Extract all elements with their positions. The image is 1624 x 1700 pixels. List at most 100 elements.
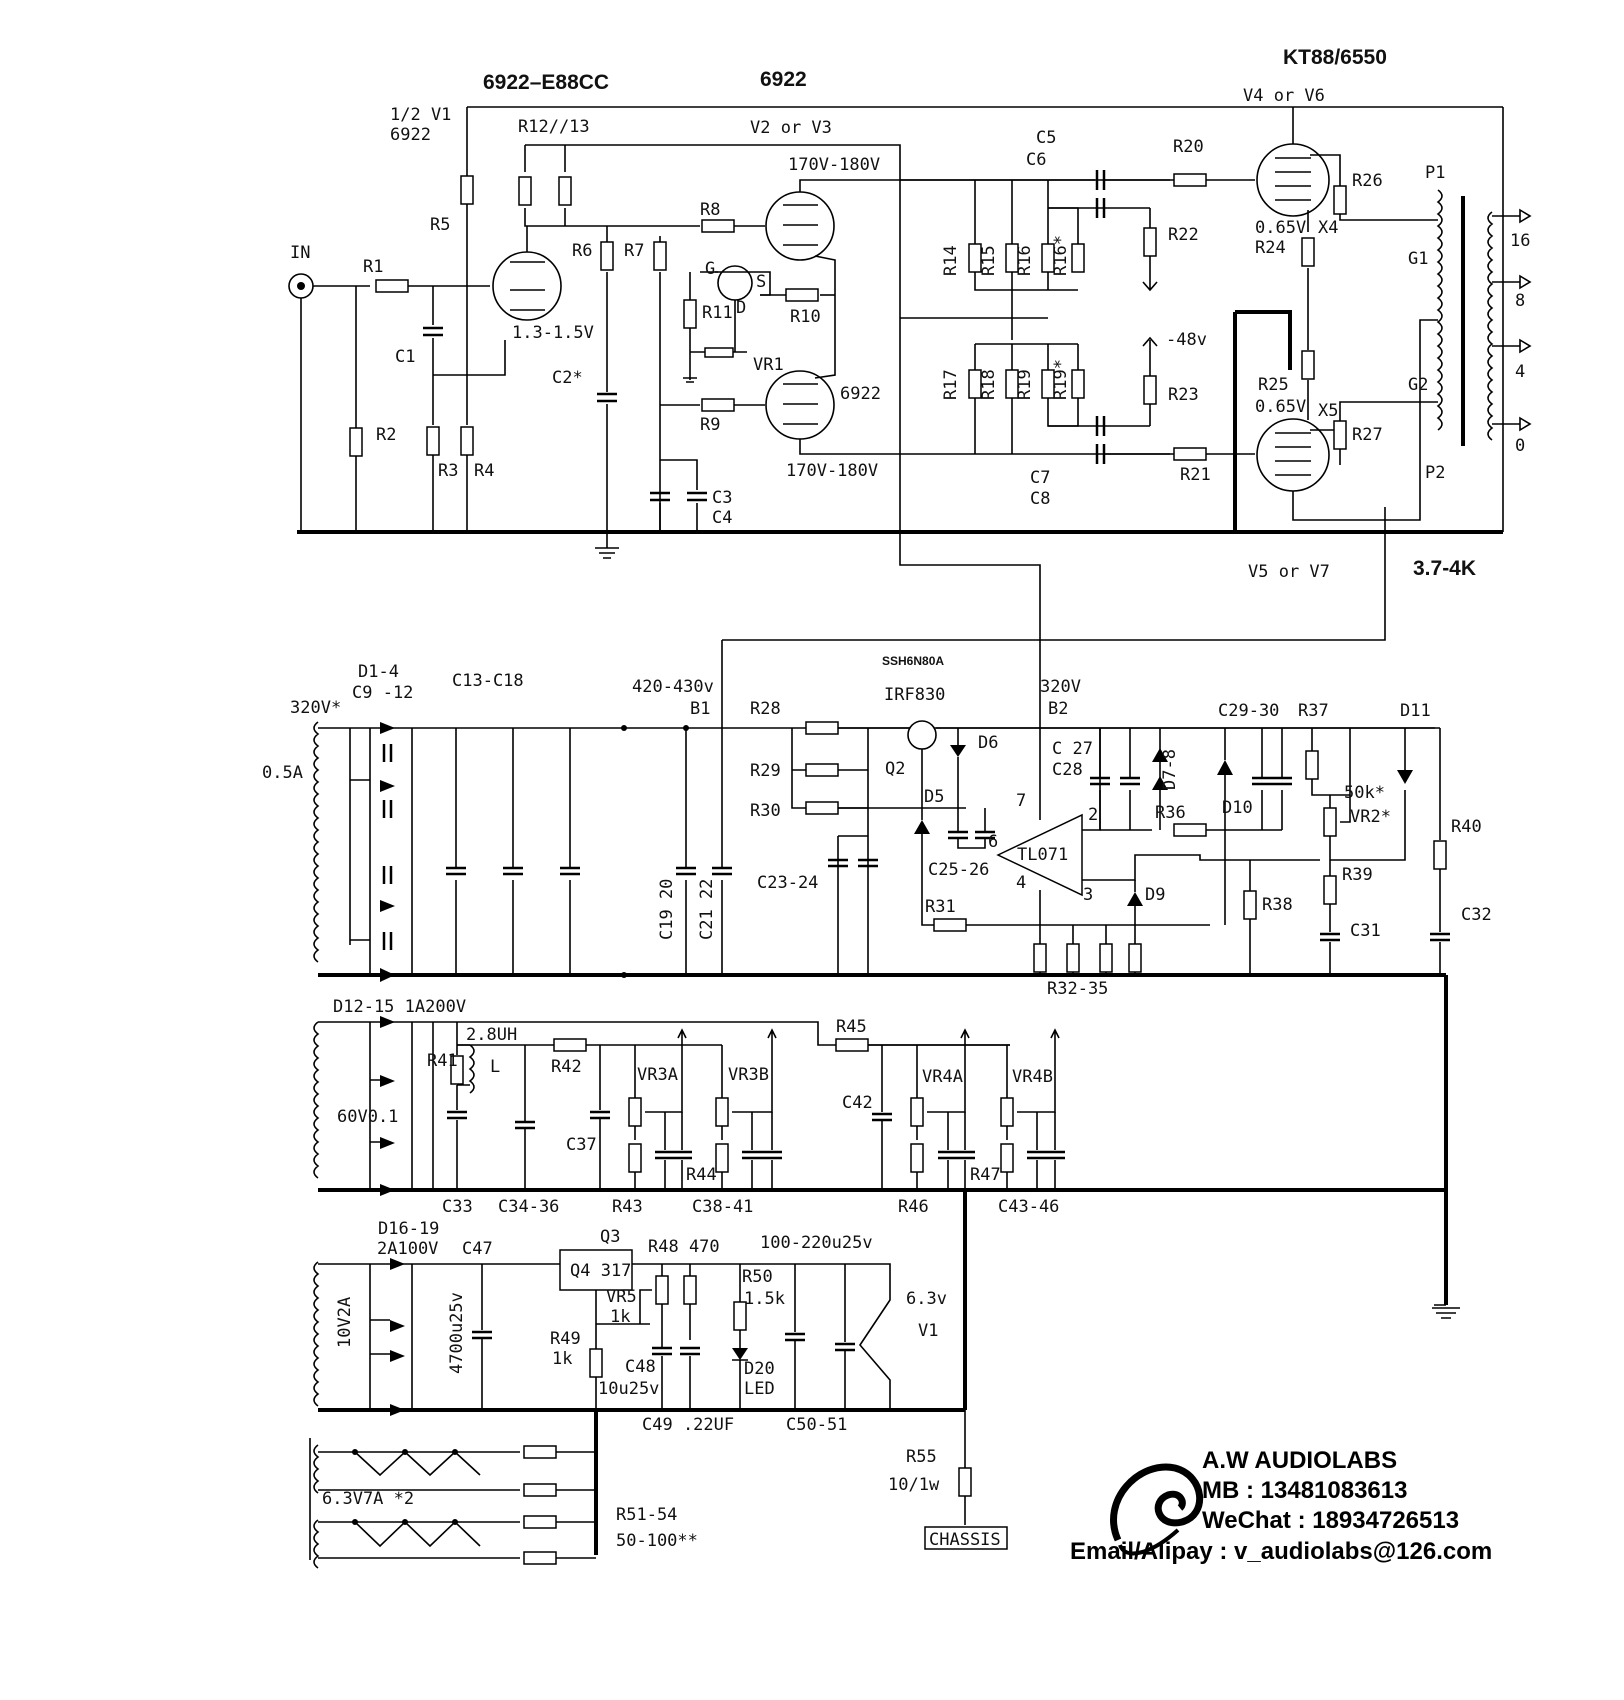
label-d1-4: D1-4 (358, 662, 399, 682)
label-r16: R16 (1015, 245, 1035, 276)
r34-resistor (1099, 943, 1113, 973)
title-driver-tube: 6922 (760, 68, 807, 91)
r28-resistor (805, 721, 839, 735)
r22-resistor (1143, 227, 1157, 257)
label-c31: C31 (1350, 921, 1381, 941)
label-r42: R42 (551, 1057, 582, 1077)
label-r26: R26 (1352, 171, 1383, 191)
output-transformer-primary (1436, 189, 1443, 431)
label-v5-v7: V5 or V7 (1248, 562, 1330, 582)
label-ssh6n80a: SSH6N80A (882, 654, 944, 668)
label-r22: R22 (1168, 225, 1199, 245)
label-pin7: 7 (1016, 791, 1026, 811)
label-r28: R28 (750, 699, 781, 719)
label-60v: 60V0.1 (337, 1107, 398, 1127)
label-c19-20: C19 20 (657, 879, 677, 940)
r32-resistor (1033, 943, 1047, 973)
title-input-tube: 6922–E88CC (483, 71, 609, 94)
label-r20: R20 (1173, 137, 1204, 157)
label-r30: R30 (750, 801, 781, 821)
output-transformer-secondary (1487, 211, 1494, 441)
label-vr2-value: 50k* (1344, 783, 1385, 803)
label-p2: P2 (1425, 463, 1445, 483)
label-v2-v3: V2 or V3 (750, 118, 832, 138)
label-tap8: 8 (1515, 291, 1525, 311)
label-d11: D11 (1400, 701, 1431, 721)
r40-resistor (1433, 840, 1447, 870)
label-r3: R3 (438, 461, 458, 481)
label-c48: C48 (625, 1357, 656, 1377)
r9-resistor (701, 398, 735, 412)
label-c37: C37 (566, 1135, 597, 1155)
label-320v: 320V* (290, 698, 341, 718)
label-input: IN (290, 243, 310, 263)
label-10v2a: 10V2A (335, 1297, 355, 1348)
r26-resistor (1333, 185, 1347, 215)
label-tl071: TL071 (1017, 845, 1068, 865)
label-r55-value: 10/1w (888, 1475, 940, 1495)
label-q2: Q2 (885, 759, 905, 779)
brand-name: A.W AUDIOLABS (1202, 1447, 1398, 1474)
label-tube-6922: 6922 (840, 384, 881, 404)
label-r49-value: 1k (552, 1349, 572, 1369)
r21-resistor (1173, 447, 1207, 461)
label-c28: C28 (1052, 760, 1083, 780)
label-c34-36: C34-36 (498, 1197, 559, 1217)
r47-resistor (1000, 1143, 1014, 1173)
label-d6: D6 (978, 733, 998, 753)
label-r5: R5 (430, 215, 450, 235)
label-r48: R48 470 (648, 1237, 720, 1257)
label-c32: C32 (1461, 905, 1492, 925)
r36-resistor (1173, 823, 1207, 837)
r49-resistor (589, 1348, 603, 1378)
label-v4-v6: V4 or V6 (1243, 86, 1325, 106)
r25-resistor (1301, 350, 1315, 380)
jfet-transistor (717, 265, 753, 301)
label-tap4: 4 (1515, 362, 1525, 382)
r37-resistor (1305, 750, 1319, 780)
r46-resistor (910, 1143, 924, 1173)
r12-resistor (518, 176, 532, 206)
label-r29: R29 (750, 761, 781, 781)
label-volt-top: 170V-180V (788, 155, 880, 175)
label-pin4: 4 (1016, 873, 1026, 893)
label-r19: R19 (1015, 369, 1035, 400)
label-2-8uh: 2.8UH (466, 1025, 517, 1045)
label-c8: C8 (1030, 489, 1050, 509)
label-volt-bottom: 170V-180V (786, 461, 878, 481)
mosfet-q2 (907, 720, 937, 750)
label-vr4a: VR4A (922, 1067, 963, 1087)
label-r51-54: R51-54 (616, 1505, 677, 1525)
vr4a-potentiometer (910, 1097, 924, 1127)
label-c42: C42 (842, 1093, 873, 1113)
label-r4: R4 (474, 461, 494, 481)
inductor-l (468, 1044, 475, 1094)
r53-resistor (523, 1515, 557, 1529)
r43-resistor (628, 1143, 642, 1173)
label-filament: 6.3V7A *2 (322, 1489, 414, 1509)
label-c23-24: C23-24 (757, 873, 818, 893)
label-x5: X5 (1318, 401, 1338, 421)
label-vr1: VR1 (753, 355, 784, 375)
label-r41: R41 (427, 1051, 458, 1071)
brand-wechat: WeChat : 18934726513 (1202, 1507, 1460, 1534)
r42-resistor (553, 1038, 587, 1052)
r11-resistor (683, 299, 697, 329)
label-r38: R38 (1262, 895, 1293, 915)
r39-resistor (1323, 875, 1337, 905)
label-4700u25v: 4700u25v (447, 1292, 467, 1374)
label-05a: 0.5A (262, 763, 303, 783)
label-d12-15: D12-15 1A200V (333, 997, 466, 1017)
heater-transformer-secondary (313, 1261, 320, 1407)
r1-resistor (375, 279, 409, 293)
r7-resistor (653, 241, 667, 271)
label-pin3: 3 (1083, 885, 1093, 905)
r35-resistor (1128, 943, 1142, 973)
label-q4-317: Q4 317 (570, 1261, 631, 1281)
r38-resistor (1243, 890, 1257, 920)
label-r39: R39 (1342, 865, 1373, 885)
label-c2: C2* (552, 368, 583, 388)
label-vr4b: VR4B (1012, 1067, 1053, 1087)
brand-mobile: MB : 13481083613 (1202, 1477, 1408, 1504)
r2-resistor (349, 427, 363, 457)
